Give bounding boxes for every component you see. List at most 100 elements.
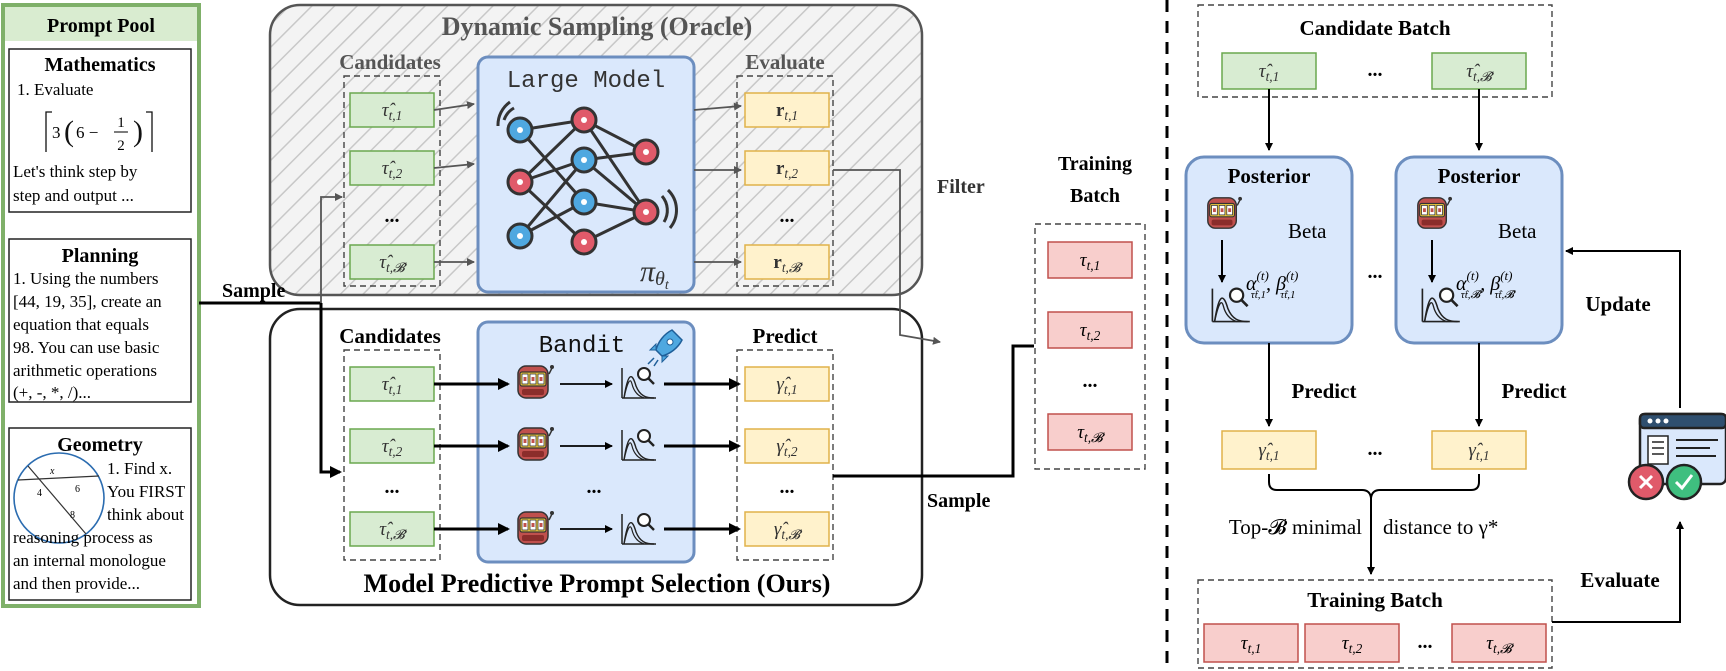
prediction-box: γ̂t,1 (744, 366, 830, 402)
alpha-sub: τ̂t,1 (1251, 289, 1266, 301)
prediction-subscript: t,1 (1266, 448, 1280, 463)
sample-label-right: Sample (927, 490, 990, 512)
prompt-pool: Prompt Pool Mathematics 1. Evaluate 3 ( … (1, 3, 201, 608)
training-symbol: τ (1080, 250, 1088, 271)
training-item: τt,𝓑 (1047, 413, 1133, 451)
mpps-bold-arrows (434, 378, 741, 535)
beta-sup: (t) (1500, 268, 1512, 283)
prompt-pool-title: Prompt Pool (47, 15, 155, 37)
reward-box: rt,1 (744, 92, 830, 128)
oracle-panel: Dynamic Sampling (Oracle) Candidates Eva… (268, 3, 924, 297)
training-symbol: τ (1486, 633, 1494, 654)
reward-symbol: r (776, 100, 785, 121)
oracle-candidate: τ̂t,𝓑̂ (349, 244, 435, 280)
training-subscript: t,1 (1248, 641, 1262, 656)
oracle-candidate: τ̂t,1 (349, 92, 435, 128)
geometry-line: and then provide... (13, 574, 140, 593)
svg-text:rt,1: rt,1 (776, 100, 798, 123)
svg-text:): ) (133, 115, 143, 148)
predict-label: Predict (1502, 379, 1567, 403)
mpps-title: Model Predictive Prompt Selection (Ours) (364, 569, 831, 598)
rocket-icon (647, 329, 683, 367)
sample-right-connector: Sample (833, 344, 1034, 512)
reward-subscript: t,2 (784, 166, 798, 181)
ellipsis: ... (587, 476, 602, 498)
brace (1268, 474, 1480, 499)
svg-text:τt,1: τt,1 (1241, 633, 1261, 656)
beta-symbol: β (1489, 273, 1500, 295)
svg-text:τ̂t,2: τ̂t,2 (382, 158, 403, 181)
svg-text:τt,𝓑: τt,𝓑 (1077, 422, 1105, 445)
candidate-subscript: t,2 (389, 166, 403, 181)
mpps-panel: Model Predictive Prompt Selection (Ours)… (268, 307, 924, 607)
selection-left-text: Top-𝓑 minimal (1229, 515, 1362, 539)
mpps-predict-label: Predict (753, 324, 818, 348)
training-symbol: τ (1080, 320, 1088, 341)
svg-text:rt,𝓑̂: rt,𝓑̂ (773, 252, 802, 275)
training-item: τt,2 (1047, 311, 1133, 349)
mpps-candidates-label: Candidates (339, 324, 441, 348)
evaluate-window-icon (1627, 412, 1726, 501)
training-symbol: τ (1077, 422, 1085, 443)
figure-label: 8 (70, 510, 75, 521)
training-subscript: t,𝓑 (1493, 641, 1514, 656)
planning-line: equation that equals (13, 315, 149, 334)
svg-text:α(t)τ̂t,𝓑̂, β(t)τ̂t,𝓑̂: α(t)τ̂t,𝓑̂, β(t)τ̂t,𝓑̂ (1456, 268, 1516, 301)
posterior-title: Posterior (1228, 164, 1311, 188)
circle-figure: x 6 4 8 (13, 452, 105, 544)
candidate-subscript: t,1 (1266, 69, 1280, 84)
beta-symbol: β (1275, 273, 1286, 295)
ellipsis: ... (385, 476, 400, 498)
policy-subsubscript: t (665, 278, 670, 293)
mathematics-line-3: step and output ... (13, 186, 134, 205)
sample-connectors: Sample (199, 193, 343, 478)
posterior-dist: Beta (1498, 219, 1537, 243)
training-batch-title-2: Batch (1070, 185, 1120, 207)
bandit-box: Bandit ... (476, 320, 696, 564)
training-batch-title-1: Training (1058, 153, 1132, 175)
beta-sub: τ̂t,𝓑̂ (1494, 289, 1516, 301)
ellipsis: ... (1083, 370, 1098, 392)
training-item: τt,1 (1203, 623, 1299, 663)
math-frac-num: 1 (117, 115, 125, 131)
planning-line: [44, 19, 35], create an (13, 292, 162, 311)
math-expression: 3 ( 6 − 1 2 ) (45, 111, 153, 154)
selection-right-text: distance to γ* (1383, 515, 1498, 539)
figure-label: x (49, 466, 55, 477)
posterior-box: Posterior Beta α(t)τ̂t,1, β(t)τ̂t,1 (1184, 155, 1354, 345)
ellipsis: ... (1418, 631, 1433, 653)
policy-symbol: π (640, 255, 656, 288)
oracle-title: Dynamic Sampling (Oracle) (442, 12, 753, 41)
svg-text:τ̂t,𝓑̂: τ̂t,𝓑̂ (379, 252, 407, 275)
training-item: τt,𝓑 (1451, 623, 1547, 663)
ellipsis: ... (780, 205, 795, 227)
mathematics-line-1: 1. Evaluate (17, 80, 93, 99)
training-item: τt,2 (1304, 623, 1400, 663)
svg-text:τt,2: τt,2 (1342, 633, 1363, 656)
candidate-subscript: t,𝓑̂ (386, 527, 407, 542)
geometry-card: Geometry x 6 4 8 1. Find x. You FIRST th… (8, 427, 192, 601)
bandit-label: Bandit (539, 333, 625, 360)
svg-text:α(t)τ̂t,1, β(t)τ̂t,1: α(t)τ̂t,1, β(t)τ̂t,1 (1246, 268, 1298, 301)
batch-candidate: τ̂t,1 (1221, 52, 1317, 90)
training-item: τt,1 (1047, 241, 1133, 279)
svg-text:τ̂t,𝓑̂: τ̂t,𝓑̂ (1466, 61, 1494, 84)
update-arrow (1565, 247, 1681, 408)
candidate-batch-title: Candidate Batch (1299, 16, 1450, 40)
oracle-candidates-label: Candidates (339, 50, 441, 74)
training-subscript: t,1 (1087, 258, 1101, 273)
planning-line: 98. You can use basic (13, 338, 160, 357)
prediction-box: γ̂t,1 (1431, 430, 1527, 470)
training-batch-title: Training Batch (1307, 588, 1443, 612)
math-frac-den: 2 (117, 138, 125, 154)
ellipsis: ... (1368, 438, 1383, 460)
mpps-candidate: τ̂t,1 (349, 366, 435, 402)
mathematics-title: Mathematics (44, 54, 155, 76)
svg-text:πθt: πθt (640, 255, 670, 293)
training-subscript: t,2 (1087, 328, 1101, 343)
prediction-box: γ̂t,𝓑̂ (744, 511, 830, 547)
figure-label: 6 (75, 484, 80, 495)
training-symbol: τ (1241, 633, 1249, 654)
large-model-box: Large Model (476, 55, 696, 294)
mathematics-line-2: Let's think step by (13, 162, 138, 181)
